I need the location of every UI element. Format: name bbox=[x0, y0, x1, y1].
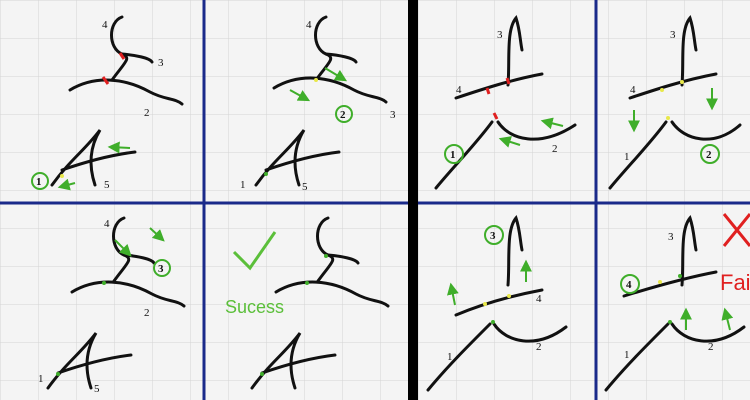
panel-r2-label-3: 3 bbox=[670, 29, 676, 41]
panel-r4-label-2: 2 bbox=[708, 341, 714, 353]
panel-bl-label-2: 2 bbox=[144, 307, 150, 319]
divider-center-black bbox=[408, 0, 418, 400]
panel-r1-label-3: 3 bbox=[497, 29, 503, 41]
panel-r2-label-4: 4 bbox=[630, 84, 636, 96]
panel-tm-label-5: 5 bbox=[302, 181, 308, 193]
panel-tl-label-4: 4 bbox=[102, 19, 108, 31]
panel-r1-circled-label: 1 bbox=[450, 149, 456, 161]
panel-r4-circled-label: 4 bbox=[626, 279, 632, 291]
panel-r1-label-2: 2 bbox=[552, 143, 558, 155]
panel-r2-circled-label: 2 bbox=[706, 149, 712, 161]
panel-tm-label-4: 4 bbox=[306, 19, 312, 31]
panel-r3-circled-label: 3 bbox=[490, 230, 496, 242]
panel-tl-label-3: 3 bbox=[158, 57, 164, 69]
panel-bl-label-4: 4 bbox=[104, 218, 110, 230]
panel-bl-label-5: 5 bbox=[94, 383, 100, 395]
panel-r3-label-2: 2 bbox=[536, 341, 542, 353]
panel-r4-label-3: 3 bbox=[668, 231, 674, 243]
panel-tm-label-3: 3 bbox=[390, 109, 396, 121]
panel-bl-label-1: 1 bbox=[38, 373, 44, 385]
fail-text: Fai bbox=[720, 270, 750, 295]
success-text: Sucess bbox=[225, 297, 284, 317]
panel-tm-label-1: 1 bbox=[240, 179, 246, 191]
panel-r2-label-1: 1 bbox=[624, 151, 630, 163]
panel-tl-label-5: 5 bbox=[104, 179, 110, 191]
panel-r4-label-1: 1 bbox=[624, 349, 630, 361]
panel-r3-label-4: 4 bbox=[536, 293, 542, 305]
panel-bl-circled-label: 3 bbox=[158, 263, 164, 275]
panel-r1-label-4: 4 bbox=[456, 84, 462, 96]
panel-tl-label-2: 2 bbox=[144, 107, 150, 119]
panel-tl-circled-label: 1 bbox=[36, 176, 42, 188]
panel-tm-circled-label: 2 bbox=[340, 109, 346, 121]
panel-r3-label-1: 1 bbox=[447, 351, 453, 363]
